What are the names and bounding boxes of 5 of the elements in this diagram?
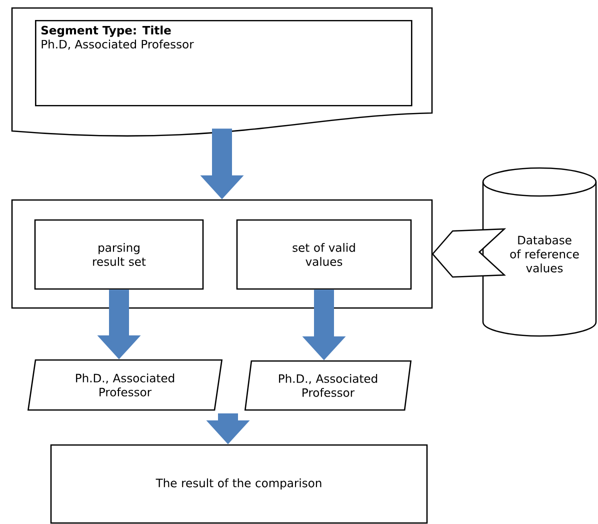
text-box: Segment Type: Title Ph.D, Associated Professor: [35, 20, 412, 106]
process-box: The result of the comparison: [50, 444, 428, 524]
process-box: parsing result set: [34, 219, 204, 290]
process-box: set of valid values: [236, 219, 412, 290]
database-cylinder: Database of reference values: [482, 167, 597, 337]
